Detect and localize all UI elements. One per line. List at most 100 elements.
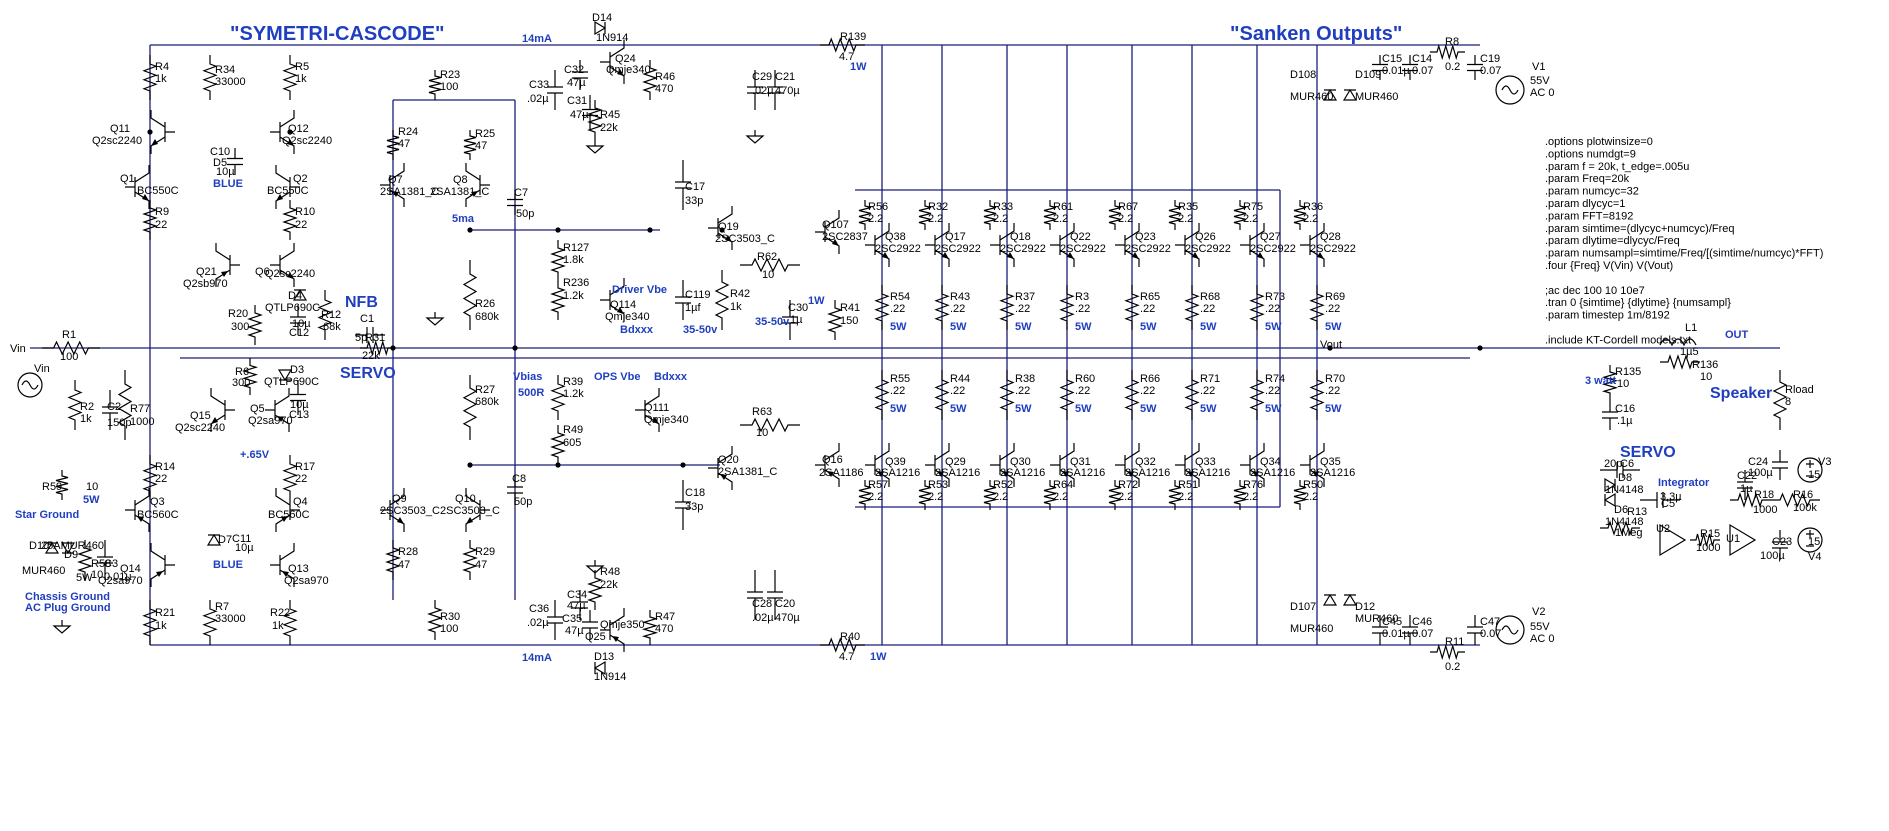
spice-directive-17: .include KT-Cordell models.txt [1545,334,1691,346]
diode-d109 [1342,88,1358,101]
speaker-title: Speaker [1710,385,1772,402]
transistor-q34 [1240,443,1265,487]
label-r236: R236 [563,277,589,289]
resistor-r74 [1249,370,1265,420]
label-rload: Rload [1785,384,1814,396]
label-c31v: 47µ [570,109,589,121]
label-r58: R58 [91,558,111,570]
label-emitter-value: 2.2 [1303,491,1318,503]
label-c5v: 3.3µ [1660,491,1682,503]
capacitor-c45 [1372,615,1388,645]
transistor-q4 [275,488,300,532]
label-c33v: .02µ [527,93,549,105]
label-d4m: QTLP690C [265,302,320,314]
label-r40: R40 [840,631,860,643]
label-r43: R43 [950,291,970,303]
emitter-arrow [882,252,889,259]
label-r10: R10 [295,206,315,218]
label-c47: C47 [1480,616,1500,628]
label-npn-model: 2SC2922 [1185,243,1231,255]
label-c36: C36 [529,603,549,615]
capacitor-c18 [675,480,691,530]
label-c13: C13 [289,409,309,421]
label-v1: V1 [1532,61,1545,73]
label-c21v: 470µ [775,85,800,97]
resistor-r135 [1601,365,1619,400]
label-q2m: BC550C [267,185,309,197]
label-c20: C20 [775,598,795,610]
label-r8: R8 [1445,36,1459,48]
label-r48v: 22k [600,579,618,591]
label-q20: Q20 [718,454,739,466]
emitter-arrow [142,194,149,201]
label-r41: R41 [840,302,860,314]
resistor-r43 [934,285,950,330]
label-r18v: 1000 [1753,504,1777,516]
capacitor-c119 [675,280,691,320]
emitter-arrow [617,307,624,314]
label-d3m: QTLP690C [264,376,319,388]
label-r17v: 22 [295,473,307,485]
transistor-q9 [380,488,405,532]
label-ballast-value: .22 [1075,385,1090,397]
label-emitter-value: 2.2 [868,213,883,225]
label-r69: R69 [1325,291,1345,303]
label-r47v: 470 [655,623,673,635]
label-r45v: 22k [600,122,618,134]
label-r17: R17 [295,461,315,473]
sine-icon [1501,625,1519,635]
label-emitter-value: 2.2 [993,213,1008,225]
resistor-r50 [1293,480,1307,510]
label-r13: R13 [1627,506,1647,518]
label-r11v: 0.2 [1445,661,1460,673]
label-c15v: 0.01µ [1382,65,1410,77]
label-r23v: 100 [440,81,458,93]
label-q114m: Qmje340 [605,311,650,323]
resistor-r67 [1108,200,1122,230]
resistor-r60 [1059,370,1075,420]
label-ballast-power: 5W [1015,321,1032,333]
label-r36: R36 [1303,201,1323,213]
emitter-arrow [221,271,228,277]
label-r59: R59 [42,481,62,493]
emitter-arrow [937,471,944,477]
transistor-q22 [1050,223,1075,267]
label-d14: D14 [592,12,612,24]
ground-chassis [52,620,72,634]
label-r18: R18 [1754,489,1774,501]
label-r58v: 5W [76,572,93,584]
junction-dot [147,129,153,135]
label-v3: V3 [1818,456,1831,468]
emitter-arrow [725,235,732,242]
note-v3550b: 35-50v [755,316,790,328]
label-pnp-model: 2SA1216 [1000,467,1045,479]
diode-d7 [206,533,222,546]
junction-dot [512,345,518,351]
capacitor-c28 [747,570,763,620]
capacitor-c8 [507,475,523,505]
transistor-q5 [265,388,290,432]
label-r31: R31 [365,332,385,344]
label-ballast-value: .22 [1075,303,1090,315]
label-emitter-value: 2.2 [1118,213,1133,225]
diode-d108 [1322,88,1338,101]
label-v1ac: AC 0 [1530,87,1554,99]
label-r42v: 1k [730,301,742,313]
label-r24v: 47 [398,138,410,150]
resistor-r36 [1293,200,1307,230]
capacitor-c33 [547,70,563,110]
transistor-q38 [865,223,890,267]
spice-directive-9: .param dlytime=dlycyc/Freq [1545,235,1680,247]
label-r6v: 300 [232,377,250,389]
label-q38: Q38 [885,231,906,243]
transistor-q25 [600,608,625,652]
transistor-q111 [635,388,660,432]
label-ballast-value: .22 [1140,385,1155,397]
label-c18: C18 [685,487,705,499]
label-q30: Q30 [1010,456,1031,468]
label-c10: C10 [210,146,230,158]
spice-directive-14: .tran 0 {simtime} {dlytime} {numsampl} [1545,297,1731,309]
junction-dot [467,227,473,233]
resistor-r58 [77,540,93,580]
capacitor-c17 [675,160,691,210]
